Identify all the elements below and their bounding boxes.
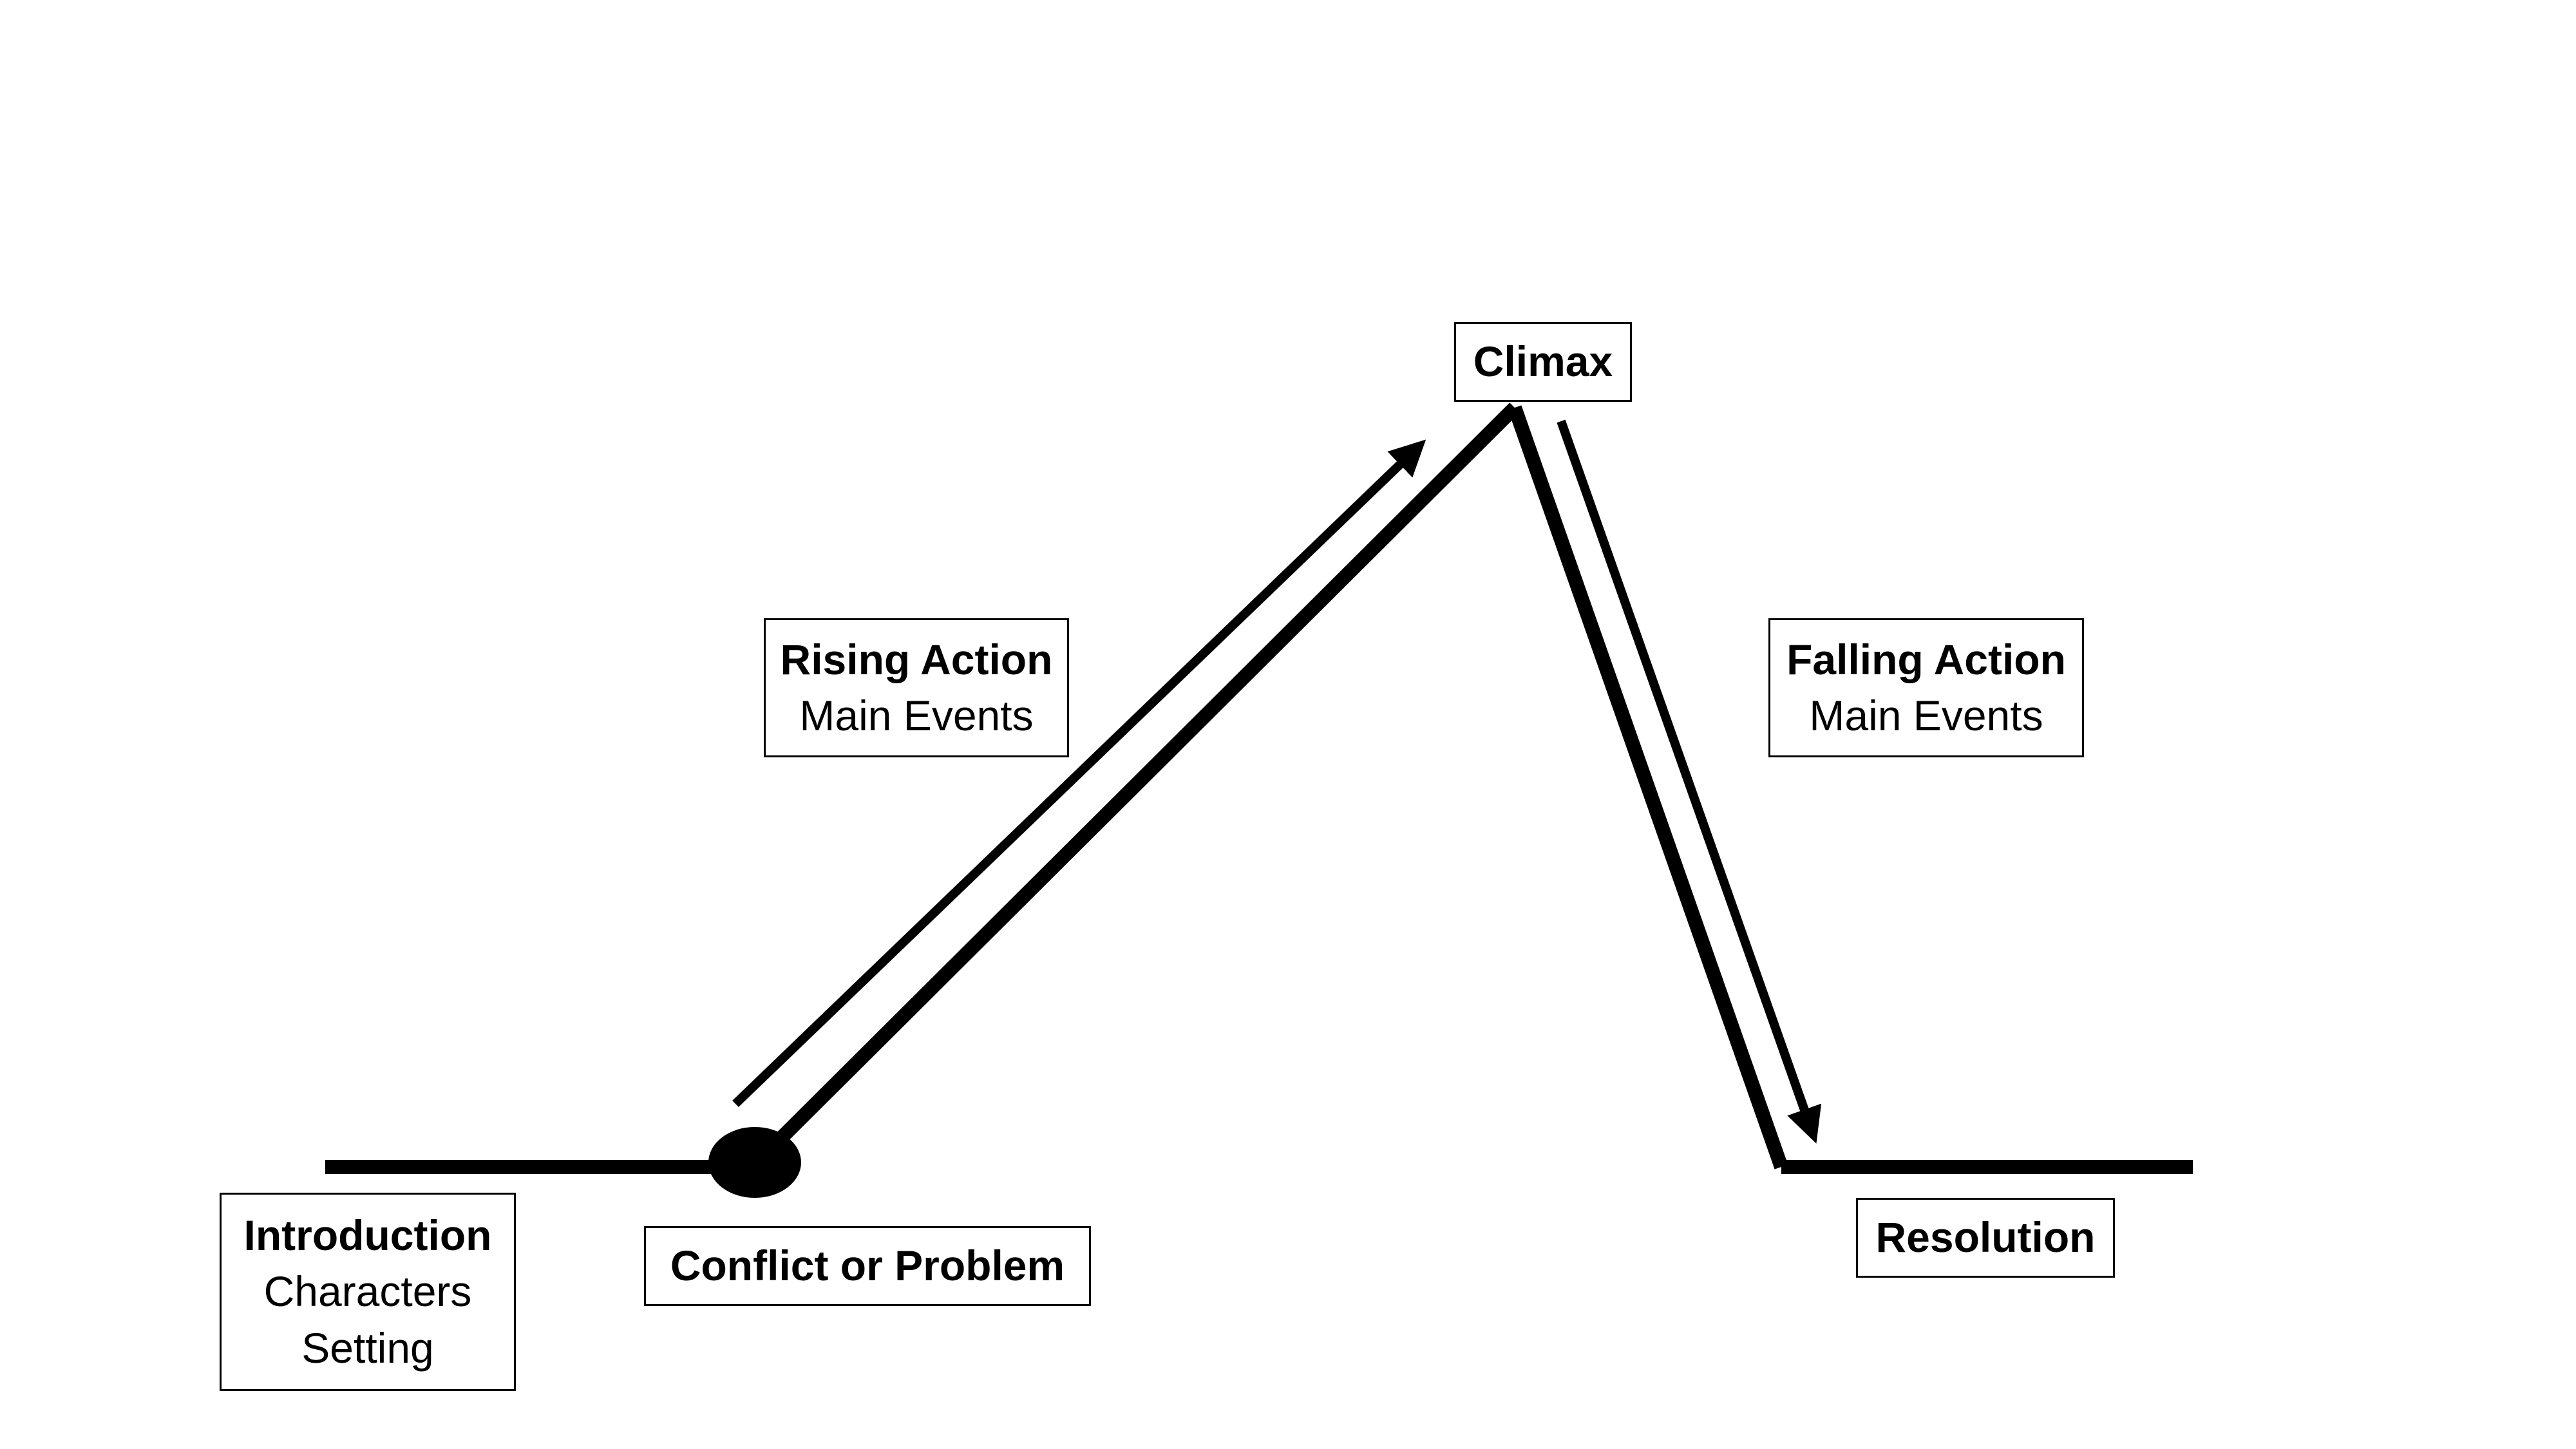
falling-action-label: Falling Action bbox=[1786, 635, 2066, 683]
introduction-detail-setting: Setting bbox=[301, 1323, 434, 1372]
introduction-box: Introduction Characters Setting bbox=[220, 1193, 516, 1391]
falling-arrow bbox=[1557, 419, 1822, 1144]
falling-action-box: Falling Action Main Events bbox=[1768, 618, 2084, 757]
conflict-point-marker bbox=[708, 1127, 801, 1198]
rising-arrow bbox=[732, 439, 1426, 1108]
rising-action-line bbox=[755, 402, 1520, 1164]
rising-action-box: Rising Action Main Events bbox=[764, 618, 1069, 757]
rising-action-label: Rising Action bbox=[780, 635, 1053, 683]
resolution-label: Resolution bbox=[1875, 1213, 2096, 1262]
climax-label: Climax bbox=[1473, 337, 1613, 386]
conflict-box: Conflict or Problem bbox=[644, 1226, 1091, 1306]
falling-action-detail: Main Events bbox=[1809, 692, 2043, 739]
introduction-detail-characters: Characters bbox=[263, 1267, 472, 1316]
climax-box: Climax bbox=[1454, 322, 1632, 402]
resolution-box: Resolution bbox=[1856, 1198, 2115, 1278]
conflict-label: Conflict or Problem bbox=[670, 1242, 1065, 1290]
rising-action-detail: Main Events bbox=[799, 692, 1034, 739]
falling-action-line bbox=[1508, 405, 1788, 1170]
introduction-label: Introduction bbox=[243, 1211, 492, 1260]
